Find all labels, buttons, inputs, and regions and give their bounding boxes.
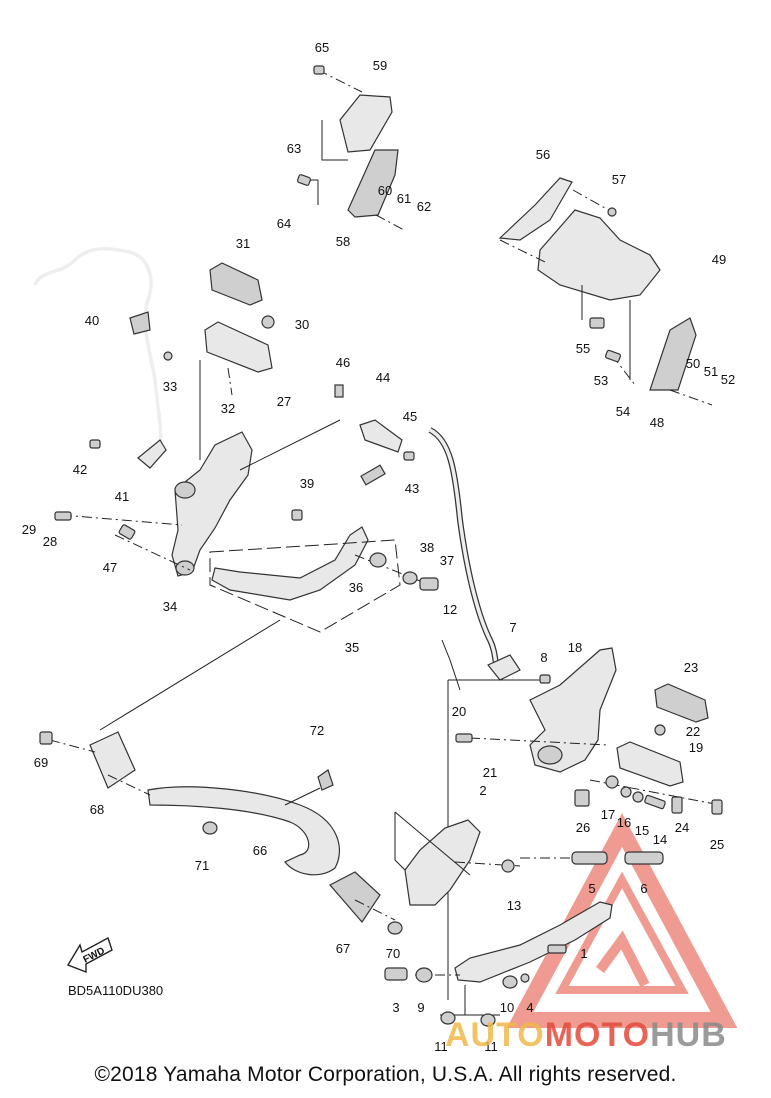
left-rider-footrest-group [199,262,273,460]
part-label-69: 69 [34,755,48,770]
part-label-70: 70 [386,946,400,961]
part-label-46: 46 [336,355,350,370]
part-label-41: 41 [115,489,129,504]
left-footrest-plate-group [394,811,521,906]
part-label-5: 5 [588,881,595,896]
part-label-64: 64 [277,216,291,231]
part-label-44: 44 [376,370,390,385]
hardware-fasteners [39,65,723,1027]
part-label-68: 68 [90,802,104,817]
part-label-57: 57 [612,172,626,187]
part-label-36: 36 [349,580,363,595]
part-label-9: 9 [417,1000,424,1015]
part-label-30: 30 [295,317,309,332]
watermark-text: AUTOMOTOHUB [445,1016,727,1054]
part-label-62: 62 [417,199,431,214]
part-label-11a: 11 [434,1039,448,1054]
right-main-bracket-group [469,647,617,773]
part-label-51: 51 [704,364,718,379]
part-label-52: 52 [721,372,735,387]
heel-guard-group [49,619,396,923]
part-label-59: 59 [373,58,387,73]
part-label-19: 19 [689,740,703,755]
part-label-10: 10 [500,1000,514,1015]
part-label-17: 17 [601,807,615,822]
part-label-7: 7 [509,620,516,635]
fwd-arrow-icon: FWD [66,936,113,974]
part-label-11b: 11 [484,1039,498,1054]
part-label-40: 40 [85,313,99,328]
part-label-25: 25 [710,837,724,852]
brake-pedal-group [209,526,431,633]
part-label-16: 16 [617,815,631,830]
part-label-32: 32 [221,401,235,416]
diagram-code: BD5A110DU380 [68,983,163,998]
part-label-27: 27 [277,394,291,409]
part-label-35: 35 [345,640,359,655]
part-label-66: 66 [253,843,267,858]
watermark-prefix: AUTO [445,1016,545,1054]
part-label-60: 60 [378,183,392,198]
svg-text:AUTOMOTOHUB: AUTOMOTOHUB [445,1016,727,1054]
part-label-21: 21 [483,765,497,780]
part-label-3: 3 [392,1000,399,1015]
part-label-38: 38 [420,540,434,555]
part-label-34: 34 [163,599,177,614]
part-label-1: 1 [580,946,587,961]
part-label-24: 24 [675,820,689,835]
part-label-20: 20 [452,704,466,719]
part-label-58: 58 [336,234,350,249]
part-label-45: 45 [403,409,417,424]
part-label-29: 29 [22,522,36,537]
part-label-53: 53 [594,373,608,388]
part-label-47: 47 [103,560,117,575]
part-label-28: 28 [43,534,57,549]
fwd-label: FWD [82,945,107,965]
watermark-middle: MOTO [545,1016,650,1054]
part-label-2: 2 [479,783,486,798]
right-passenger-bracket-group [498,177,713,406]
part-label-14: 14 [653,832,667,847]
part-label-26: 26 [576,820,590,835]
brake-hose-right [428,427,540,1000]
part-label-54: 54 [616,404,630,419]
watermark-logo [506,813,738,1028]
part-label-8: 8 [540,650,547,665]
copyright-text: ©2018 Yamaha Motor Corporation, U.S.A. A… [94,1063,677,1086]
part-label-55: 55 [576,341,590,356]
part-label-43: 43 [405,481,419,496]
part-label-42: 42 [73,462,87,477]
brake-hose-left [33,247,167,469]
watermark-suffix: HUB [650,1016,727,1054]
rear-left-footrest-group [300,69,405,231]
part-label-56: 56 [536,147,550,162]
brake-switch-group [334,384,403,486]
part-label-33: 33 [163,379,177,394]
part-label-71: 71 [195,858,209,873]
part-label-61: 61 [397,191,411,206]
part-label-23: 23 [684,660,698,675]
part-label-6: 6 [640,881,647,896]
part-label-48: 48 [650,415,664,430]
part-label-49: 49 [712,252,726,267]
part-label-63: 63 [287,141,301,156]
shift-rod-group [520,851,664,865]
part-label-22: 22 [686,724,700,739]
part-label-12: 12 [443,602,457,617]
part-label-4: 4 [526,1000,533,1015]
part-label-15: 15 [635,823,649,838]
part-label-13: 13 [507,898,521,913]
part-label-18: 18 [568,640,582,655]
part-label-72: 72 [310,723,324,738]
part-label-65: 65 [315,40,329,55]
left-main-bracket-group [61,419,341,577]
part-label-37: 37 [440,553,454,568]
part-label-31: 31 [236,236,250,251]
part-label-50: 50 [686,356,700,371]
part-label-39: 39 [300,476,314,491]
part-label-67: 67 [336,941,350,956]
